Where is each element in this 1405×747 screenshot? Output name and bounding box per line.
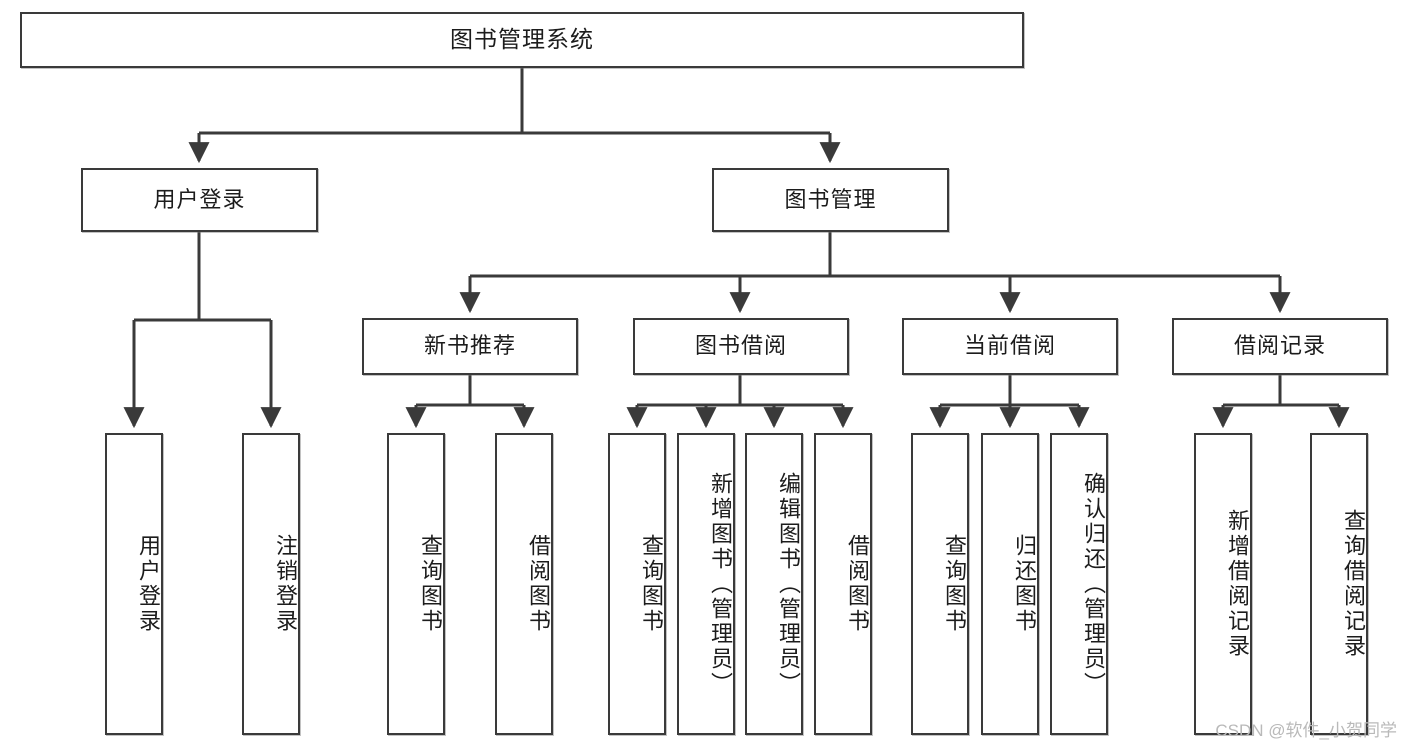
node-current-borrowing[interactable]: 当前借阅 <box>902 318 1118 375</box>
node-book-management[interactable]: 图书管理 <box>712 168 949 232</box>
leaf-query-borrowing-record[interactable]: 查询借阅记录 <box>1310 433 1368 735</box>
leaf-query-book-under-book-borrowing[interactable]: 查询图书 <box>608 433 666 735</box>
leaf-edit-book-admin[interactable]: 编辑图书（管理员） <box>745 433 803 735</box>
node-book-borrowing[interactable]: 图书借阅 <box>633 318 849 375</box>
leaf-user-login[interactable]: 用户登录 <box>105 433 163 735</box>
node-label: 注销登录 <box>273 534 298 634</box>
leaf-query-book-under-new-book-recommendation[interactable]: 查询图书 <box>387 433 445 735</box>
node-label: 当前借阅 <box>963 333 1056 359</box>
node-label: 归还图书 <box>1012 534 1037 634</box>
node-label: 查询图书 <box>942 534 967 634</box>
node-borrowing-record[interactable]: 借阅记录 <box>1172 318 1388 375</box>
leaf-borrow-book-under-book-borrowing[interactable]: 借阅图书 <box>814 433 872 735</box>
node-label: 查询借阅记录 <box>1341 509 1366 659</box>
node-label: 用户登录 <box>153 186 246 212</box>
leaf-borrow-book-under-new-book-recommendation[interactable]: 借阅图书 <box>495 433 553 735</box>
leaf-add-book-admin[interactable]: 新增图书（管理员） <box>677 433 735 735</box>
leaf-confirm-return-admin[interactable]: 确认归还（管理员） <box>1050 433 1108 735</box>
node-label: 编辑图书（管理员） <box>776 471 801 697</box>
leaf-add-borrowing-record[interactable]: 新增借阅记录 <box>1194 433 1252 735</box>
node-label: 图书借阅 <box>694 333 787 359</box>
node-new-book-recommendation[interactable]: 新书推荐 <box>362 318 578 375</box>
node-label: 用户登录 <box>136 534 161 634</box>
node-label: 借阅记录 <box>1233 333 1326 359</box>
watermark: CSDN @软件_小贺同学 <box>1215 721 1397 740</box>
node-root-book-management-system[interactable]: 图书管理系统 <box>20 12 1024 68</box>
node-label: 查询图书 <box>418 534 443 634</box>
node-label: 借阅图书 <box>526 534 551 634</box>
node-label: 图书管理 <box>784 186 877 212</box>
node-user-login[interactable]: 用户登录 <box>81 168 318 232</box>
leaf-return-book[interactable]: 归还图书 <box>981 433 1039 735</box>
node-label: 借阅图书 <box>845 534 870 634</box>
node-label: 新书推荐 <box>423 333 516 359</box>
node-label: 新增图书（管理员） <box>708 471 733 697</box>
node-label: 图书管理系统 <box>450 26 594 53</box>
leaf-logout[interactable]: 注销登录 <box>242 433 300 735</box>
node-label: 查询图书 <box>639 534 664 634</box>
node-label: 新增借阅记录 <box>1225 509 1250 659</box>
node-label: 确认归还（管理员） <box>1081 471 1106 697</box>
leaf-query-book-under-current-borrowing[interactable]: 查询图书 <box>911 433 969 735</box>
